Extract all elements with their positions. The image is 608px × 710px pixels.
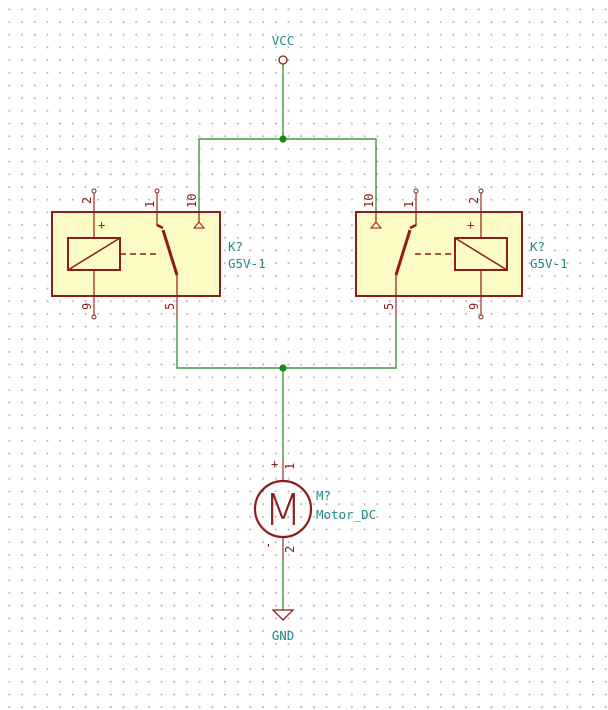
relay-left-pin-9: 9 — [80, 303, 94, 310]
relay-left-pin-1: 1 — [143, 201, 157, 208]
relay-left-coil-plus-mark: + — [98, 218, 105, 232]
relay-right-switch-arm — [394, 229, 412, 276]
relay-left[interactable]: + 2 9 1 5 10 K? G5V-1 — [51, 188, 266, 320]
wire-vcc-to-left-relay[interactable] — [198, 138, 283, 210]
gnd-label: GND — [272, 628, 295, 643]
motor-minus-mark: - — [261, 542, 275, 549]
motor-plus-mark: + — [271, 457, 278, 471]
relay-left-value[interactable]: G5V-1 — [228, 256, 266, 271]
wire-vcc-to-right-relay[interactable] — [283, 138, 377, 210]
vcc-label: VCC — [272, 33, 295, 48]
motor-dc[interactable]: M + - 1 2 M? Motor_DC — [253, 457, 376, 560]
relay-right-reference[interactable]: K? — [530, 239, 545, 254]
relay-left-pin-2: 2 — [80, 197, 94, 204]
relay-right-pin-9: 9 — [467, 303, 481, 310]
relay-right-pin-10: 10 — [362, 194, 376, 208]
relay-right-value[interactable]: G5V-1 — [530, 256, 568, 271]
relay-left-pin-5: 5 — [163, 303, 177, 310]
junction-vcc — [279, 135, 287, 143]
motor-reference[interactable]: M? — [316, 488, 331, 503]
gnd-power-symbol[interactable]: GND — [271, 609, 295, 643]
junction-motor — [279, 364, 287, 372]
wire-right-com-to-motor[interactable] — [283, 318, 397, 369]
relay-left-switch-arm — [161, 229, 179, 276]
relay-right-pin-5: 5 — [382, 303, 396, 310]
motor-pin-2: 2 — [283, 546, 297, 553]
vcc-power-symbol[interactable]: VCC — [272, 33, 295, 65]
motor-pin-1: 1 — [283, 463, 297, 470]
relay-right-coil-plus-mark: + — [467, 218, 474, 232]
wire-left-com-to-motor[interactable] — [176, 318, 283, 369]
relay-left-pin-10: 10 — [185, 194, 199, 208]
relay-right-pin-1: 1 — [402, 201, 416, 208]
motor-body — [253, 479, 313, 539]
relay-left-reference[interactable]: K? — [228, 239, 243, 254]
relay-right[interactable]: + 10 1 2 5 9 K? G5V-1 — [355, 188, 568, 320]
wires — [176, 64, 397, 610]
motor-value[interactable]: Motor_DC — [316, 507, 376, 522]
motor-symbol-letter: M — [264, 485, 302, 536]
relay-right-pin-2: 2 — [467, 197, 481, 204]
